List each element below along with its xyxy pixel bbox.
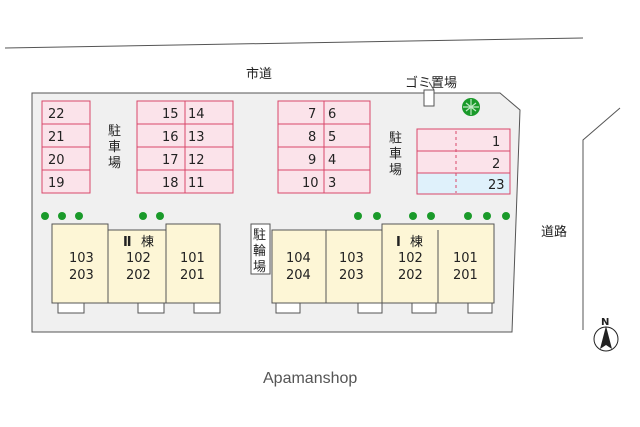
parking-space: 3 (328, 176, 336, 191)
building-1-suffix: 棟 (410, 235, 423, 250)
parking-space: 6 (328, 107, 336, 122)
parking-space: 13 (188, 130, 205, 145)
garbage-pointer (428, 81, 435, 91)
north-label: N (601, 317, 609, 328)
parking-block-c: 7 6 8 5 9 4 10 3 (277, 100, 371, 194)
brand-watermark: Apamanshop (263, 370, 357, 387)
building-2: Ⅱ 棟 103 203 102 202 101 201 (51, 223, 221, 314)
unit-number: 103 (69, 251, 94, 266)
tree-icon (462, 98, 480, 116)
parking-space: 14 (188, 107, 205, 122)
parking-space: 18 (162, 176, 179, 191)
unit-number: 202 (398, 268, 423, 283)
svg-text:場: 場 (253, 260, 266, 275)
svg-text:場: 場 (389, 163, 402, 178)
unit-number: 204 (286, 268, 311, 283)
building-2-label: Ⅱ (123, 235, 132, 250)
svg-text:駐: 駐 (389, 131, 402, 146)
road-north-label: 市道 (246, 66, 272, 82)
parking-space: 15 (162, 107, 179, 122)
parking-space: 17 (162, 153, 179, 168)
garbage-box (423, 89, 435, 107)
parking-block-d: 1 2 23 (416, 128, 511, 195)
unit-number: 101 (453, 251, 478, 266)
parking-space: 11 (188, 176, 205, 191)
road-east-label: 道路 (541, 224, 567, 240)
svg-text:車: 車 (108, 140, 121, 155)
parking-space: 5 (328, 130, 336, 145)
unit-number: 104 (286, 251, 311, 266)
parking-label-right: 駐 車 場 (389, 131, 402, 178)
building-1: Ⅰ 棟 104 204 103 203 102 202 101 201 (271, 223, 495, 314)
parking-space: 10 (302, 176, 319, 191)
unit-number: 102 (398, 251, 423, 266)
svg-text:輪: 輪 (253, 243, 266, 259)
parking-space: 19 (48, 176, 65, 191)
building-2-suffix: 棟 (141, 235, 154, 250)
svg-text:場: 場 (108, 156, 121, 171)
unit-number: 201 (180, 268, 205, 283)
svg-text:車: 車 (389, 147, 402, 162)
parking-space: 12 (188, 153, 205, 168)
unit-number: 203 (69, 268, 94, 283)
garbage-area-label: ゴミ置場 (405, 75, 457, 91)
building-1-label: Ⅰ (396, 235, 401, 250)
parking-block-b: 15 14 16 13 17 12 18 11 (136, 100, 234, 194)
parking-space: 20 (48, 153, 65, 168)
parking-space: 9 (308, 153, 316, 168)
unit-number: 101 (180, 251, 205, 266)
parking-space: 1 (492, 135, 500, 150)
svg-text:駐: 駐 (253, 228, 266, 243)
parking-label-left: 駐 車 場 (108, 124, 121, 171)
bicycle-parking: 駐 輪 場 (250, 223, 271, 275)
east-road-line (582, 107, 621, 330)
hedge-trees (41, 212, 510, 220)
parking-space: 2 (492, 157, 500, 172)
unit-number: 103 (339, 251, 364, 266)
parking-space: 21 (48, 130, 65, 145)
unit-number: 202 (126, 268, 151, 283)
parking-block-a: 22 21 20 19 (41, 100, 91, 194)
unit-number: 102 (126, 251, 151, 266)
parking-space: 4 (328, 153, 336, 168)
parking-space: 8 (308, 130, 316, 145)
parking-space: 22 (48, 107, 65, 122)
unit-number: 201 (453, 268, 478, 283)
unit-number: 203 (339, 268, 364, 283)
parking-space: 23 (488, 178, 505, 193)
svg-text:駐: 駐 (108, 124, 121, 139)
north-road-line (4, 37, 584, 49)
parking-space: 7 (308, 107, 316, 122)
north-arrow-icon: N (593, 317, 619, 352)
parking-space: 16 (162, 130, 179, 145)
